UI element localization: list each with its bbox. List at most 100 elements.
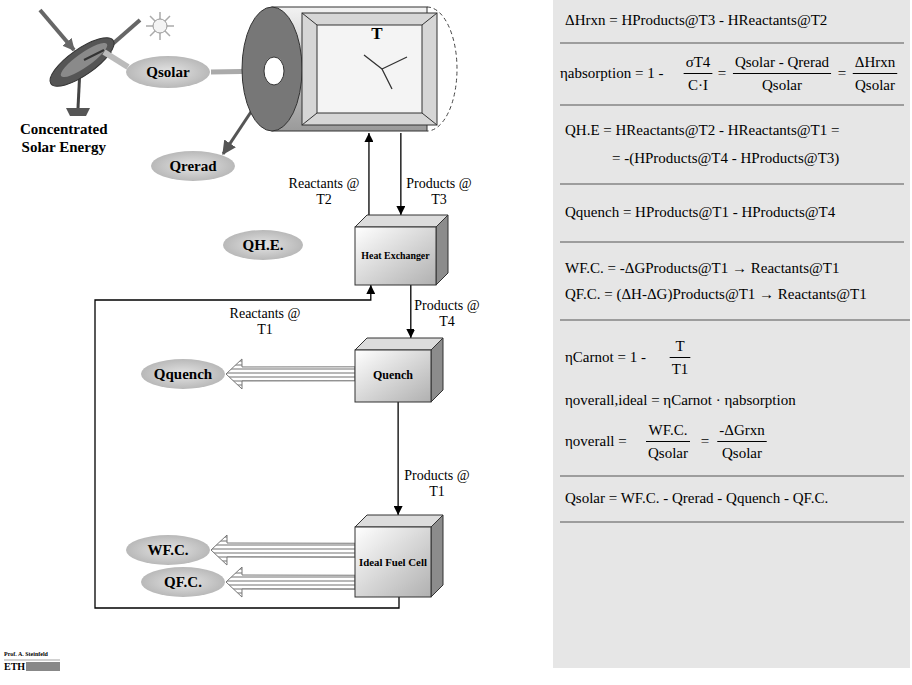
reactor-aperture xyxy=(264,57,284,85)
cube-top xyxy=(355,338,443,350)
separator-line xyxy=(560,184,904,185)
ellipse-outline xyxy=(141,359,225,389)
process-box: Heat Exchanger xyxy=(355,215,448,285)
ellipse-outline xyxy=(141,567,225,597)
equation-text: ηoverall,ideal = ηCarnot · ηabsorption xyxy=(565,392,796,409)
separator-line xyxy=(560,522,904,523)
process-box: Ideal Fuel Cell xyxy=(355,515,443,597)
text-holder: Qquench xyxy=(147,358,219,390)
logo-rule xyxy=(4,660,60,661)
energy-ellipse: Qsolar xyxy=(125,55,211,89)
cube-side xyxy=(436,215,448,285)
equation-text: ΔHrxn = HProducts@T3 - HReactants@T2 xyxy=(565,12,827,29)
equation-text: C·I xyxy=(688,77,708,94)
equation-text: ΔHrxn xyxy=(855,54,895,71)
equation-text: ηCarnot = 1 - xyxy=(565,349,646,366)
fraction-bar xyxy=(733,73,831,74)
ellipse-outline xyxy=(126,56,210,88)
text-holder: QH.E. xyxy=(229,229,298,261)
node-shape xyxy=(355,215,448,285)
separator-line xyxy=(560,242,904,243)
solar-beam xyxy=(104,52,128,67)
cavity-frame xyxy=(302,13,437,125)
flow-arrow xyxy=(368,133,369,215)
reactor-front-disc xyxy=(242,7,302,131)
energy-ellipse: Qrerad xyxy=(150,150,236,182)
text-holder: Heat Exchanger xyxy=(358,229,433,283)
dish-base xyxy=(66,108,90,116)
equation-text: QF.C. = (ΔH-ΔG)Products@T1 → Reactants@T… xyxy=(565,286,867,303)
cube-side xyxy=(431,515,443,597)
sun-symbol xyxy=(146,12,174,40)
equation-text: = -(HProducts@T4 - HProducts@T3) xyxy=(612,150,839,167)
text-holder: T xyxy=(362,19,392,49)
equation-text: Qsolar = WF.C. - Qrerad - Qquench - QF.C… xyxy=(565,490,828,507)
text-holder: Qrerad xyxy=(157,150,229,182)
flow-arrow xyxy=(95,285,399,608)
equation-text: ηoverall = xyxy=(565,433,627,450)
node-label: Ideal Fuel Cell xyxy=(359,556,427,568)
equation-text: Qsolar xyxy=(722,445,762,462)
node-label: Qquench xyxy=(154,366,212,383)
equation-text: QH.E = HReactants@T2 - HReactants@T1 = xyxy=(565,122,839,139)
ellipse-outline xyxy=(151,151,235,181)
sun-disc xyxy=(153,19,167,33)
cube-front xyxy=(355,227,436,285)
logo-text: ETH xyxy=(4,661,25,673)
ellipse-outline xyxy=(126,535,210,565)
flow-arrow xyxy=(410,285,411,338)
dish-arm xyxy=(84,50,104,60)
node-label: Quench xyxy=(373,369,413,383)
fraction-bar xyxy=(717,441,766,442)
edge-label: Products @ T4 xyxy=(414,298,480,330)
equation-text: WF.C. = -ΔGProducts@T1 → Reactants@T1 xyxy=(565,260,840,277)
process-box: Quench xyxy=(355,338,443,402)
cube-front xyxy=(355,527,431,597)
edge-label: Products @ T3 xyxy=(406,176,472,208)
equation-text: T1 xyxy=(672,361,689,378)
ellipse-outline xyxy=(223,230,303,260)
cavity-edges xyxy=(302,13,437,125)
node-shape xyxy=(222,5,467,133)
node-label: Qrerad xyxy=(169,158,216,175)
fraction-bar xyxy=(853,73,897,74)
equation-text: = xyxy=(718,65,726,82)
text-holder: Quench xyxy=(358,352,428,400)
logo-bar xyxy=(26,662,60,671)
cube-side xyxy=(431,338,443,402)
text-holder: Ideal Fuel Cell xyxy=(358,529,428,595)
separator-line xyxy=(560,320,910,321)
equation-text: ηabsorption = 1 - xyxy=(560,65,663,82)
node-label: Heat Exchanger xyxy=(361,250,429,261)
node-shape xyxy=(553,0,910,668)
cube-front xyxy=(355,350,431,402)
panel-ground xyxy=(553,0,910,668)
separator-line xyxy=(560,105,904,106)
equation-text: Qsolar - Qrerad xyxy=(735,54,829,71)
equation-text: WF.C. xyxy=(649,422,688,439)
edge-label: Reactants @ T1 xyxy=(225,306,305,338)
equation-text: = xyxy=(838,65,846,82)
caption-label: Concentrated Solar Energy xyxy=(20,120,107,156)
equation-text: -ΔGrxn xyxy=(719,422,764,439)
energy-ellipse: WF.C. xyxy=(125,534,211,566)
cavity-inner xyxy=(317,25,422,113)
temperature-arrows xyxy=(364,55,407,89)
equation-text: T xyxy=(675,338,684,355)
equation-text: Qsolar xyxy=(855,77,895,94)
dish-reflector xyxy=(43,30,120,95)
cube-top xyxy=(355,215,448,227)
edge-label: Reactants @ T2 xyxy=(288,176,360,208)
heat-flow-arrow xyxy=(226,567,355,597)
equation-panel: ΔHrxn = HProducts@T3 - HReactants@T2 ηabs… xyxy=(553,0,910,668)
fraction-bar xyxy=(670,357,691,358)
flow-arrow xyxy=(397,402,398,515)
node-label: WF.C. xyxy=(147,542,188,559)
energy-ellipse: QF.C. xyxy=(140,566,226,598)
energy-ellipse: QH.E. xyxy=(222,229,304,261)
node-label: Qsolar xyxy=(146,64,189,81)
equation-text: Qquench = HProducts@T1 - HProducts@T4 xyxy=(565,204,835,221)
solar-reactor: T xyxy=(222,5,467,133)
